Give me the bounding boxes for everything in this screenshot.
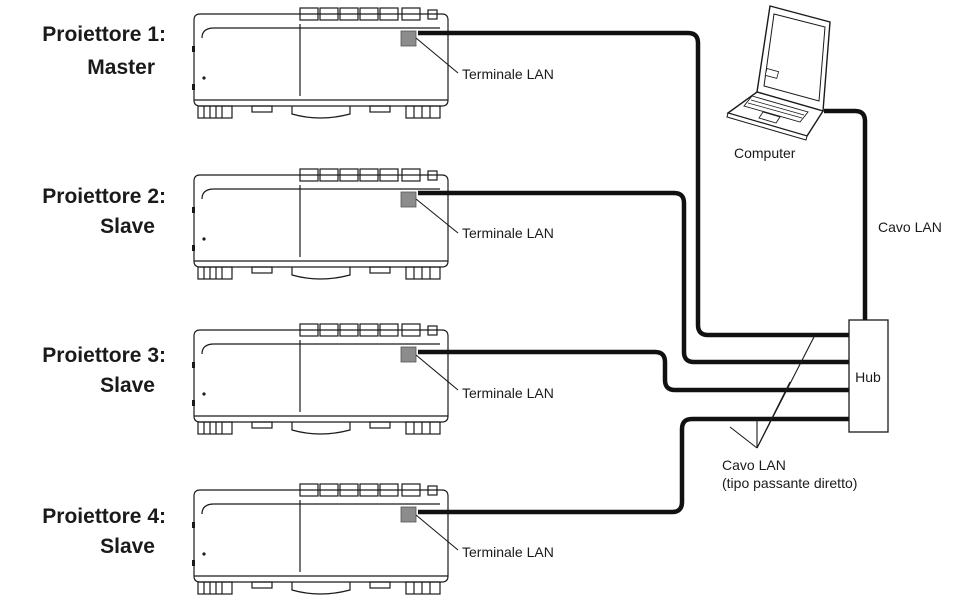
projector-4-role: Slave (100, 535, 155, 558)
projector-1: Proiettore 1: Master Terminale LAN (42, 8, 554, 118)
cable-projectors-label-2: (tipo passante diretto) (722, 475, 857, 491)
hub-label: Hub (855, 369, 881, 385)
cable-projectors-callout: Cavo LAN (tipo passante diretto) (722, 335, 857, 491)
projector-2: Proiettore 2: Slave Terminale LAN (42, 169, 554, 279)
projector-1-role: Master (87, 56, 155, 79)
projector-1-name: Proiettore 1: (42, 23, 166, 46)
projector-3-icon (192, 324, 448, 434)
hub: Hub (849, 320, 888, 432)
cable-computer-label: Cavo LAN (878, 219, 942, 235)
projector-2-name: Proiettore 2: (42, 185, 166, 208)
projector-2-role: Slave (100, 215, 155, 238)
projector-3-terminal-label: Terminale LAN (462, 385, 554, 401)
projector-2-terminal-label: Terminale LAN (462, 225, 554, 241)
projector-4: Proiettore 4: Slave Terminale LAN (42, 484, 554, 594)
projector-3: Proiettore 3: Slave Terminale LAN (42, 324, 554, 434)
projector-3-name: Proiettore 3: (42, 344, 166, 367)
projector-4-terminal-label: Terminale LAN (462, 544, 554, 560)
projector-1-terminal-label: Terminale LAN (462, 66, 554, 82)
projector-1-icon (192, 8, 448, 118)
projector-4-name: Proiettore 4: (42, 505, 166, 528)
cable-projectors-label-1: Cavo LAN (722, 457, 786, 473)
cable-computer (824, 111, 865, 320)
laptop-icon: Computer (727, 6, 830, 161)
computer-label: Computer (734, 145, 796, 161)
projector-2-icon (192, 169, 448, 279)
projector-4-icon (192, 484, 448, 594)
projector-3-role: Slave (100, 374, 155, 397)
